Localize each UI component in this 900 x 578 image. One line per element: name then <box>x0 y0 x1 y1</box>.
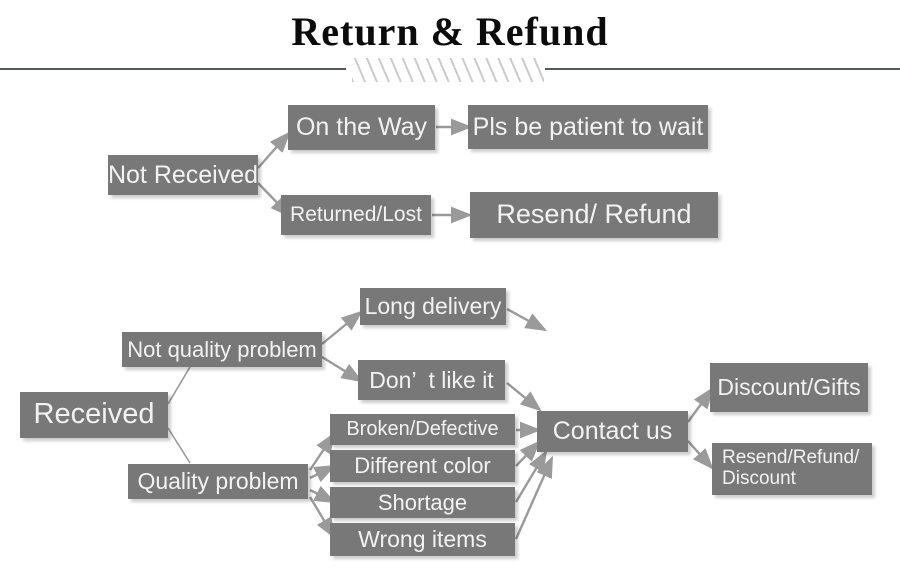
node-label: Resend/Refund/ Discount <box>722 447 860 489</box>
divider-line-left <box>0 68 346 70</box>
node-pls-be-patient-to-wait[interactable]: Pls be patient to wait <box>468 105 708 149</box>
node-different-color[interactable]: Different color <box>330 450 515 482</box>
node-not-received[interactable]: Not Received <box>108 155 258 195</box>
divider-line-right <box>545 68 900 70</box>
node-shortage[interactable]: Shortage <box>330 487 515 518</box>
node-label: Discount/Gifts <box>717 374 861 401</box>
node-long-delivery[interactable]: Long delivery <box>360 288 506 325</box>
node-label: Don’ t like it <box>369 366 494 393</box>
node-label: Different color <box>354 453 491 479</box>
node-returned-lost[interactable]: Returned/Lost <box>281 195 431 235</box>
node-dont-like-it[interactable]: Don’ t like it <box>358 360 505 400</box>
node-label: Broken/Defective <box>346 417 499 440</box>
node-label: Returned/Lost <box>290 202 422 226</box>
node-label: Contact us <box>552 417 673 445</box>
node-resend-refund-discount[interactable]: Resend/Refund/ Discount <box>712 443 872 495</box>
node-label: Not quality problem <box>127 336 317 362</box>
node-label: Not Received <box>107 160 259 189</box>
node-broken-defective[interactable]: Broken/Defective <box>330 414 515 445</box>
node-label: Pls be patient to wait <box>472 112 704 141</box>
node-on-the-way[interactable]: On the Way <box>288 105 435 150</box>
node-wrong-items[interactable]: Wrong items <box>330 523 515 556</box>
node-label: On the Way <box>295 113 428 141</box>
node-quality-problem[interactable]: Quality problem <box>128 464 308 499</box>
node-received[interactable]: Received <box>20 392 168 438</box>
node-resend-refund[interactable]: Resend/ Refund <box>470 192 718 238</box>
node-contact-us[interactable]: Contact us <box>537 411 688 452</box>
node-label: Received <box>33 398 155 431</box>
node-discount-gifts[interactable]: Discount/Gifts <box>710 363 868 412</box>
hatched-divider-icon <box>352 58 544 82</box>
node-label: Quality problem <box>137 468 299 495</box>
node-not-quality-problem[interactable]: Not quality problem <box>122 332 322 367</box>
node-label: Shortage <box>377 489 468 515</box>
node-label: Wrong items <box>358 526 487 553</box>
node-label: Resend/ Refund <box>496 199 692 230</box>
page-title: Return & Refund <box>291 9 609 54</box>
node-label: Long delivery <box>364 293 502 320</box>
